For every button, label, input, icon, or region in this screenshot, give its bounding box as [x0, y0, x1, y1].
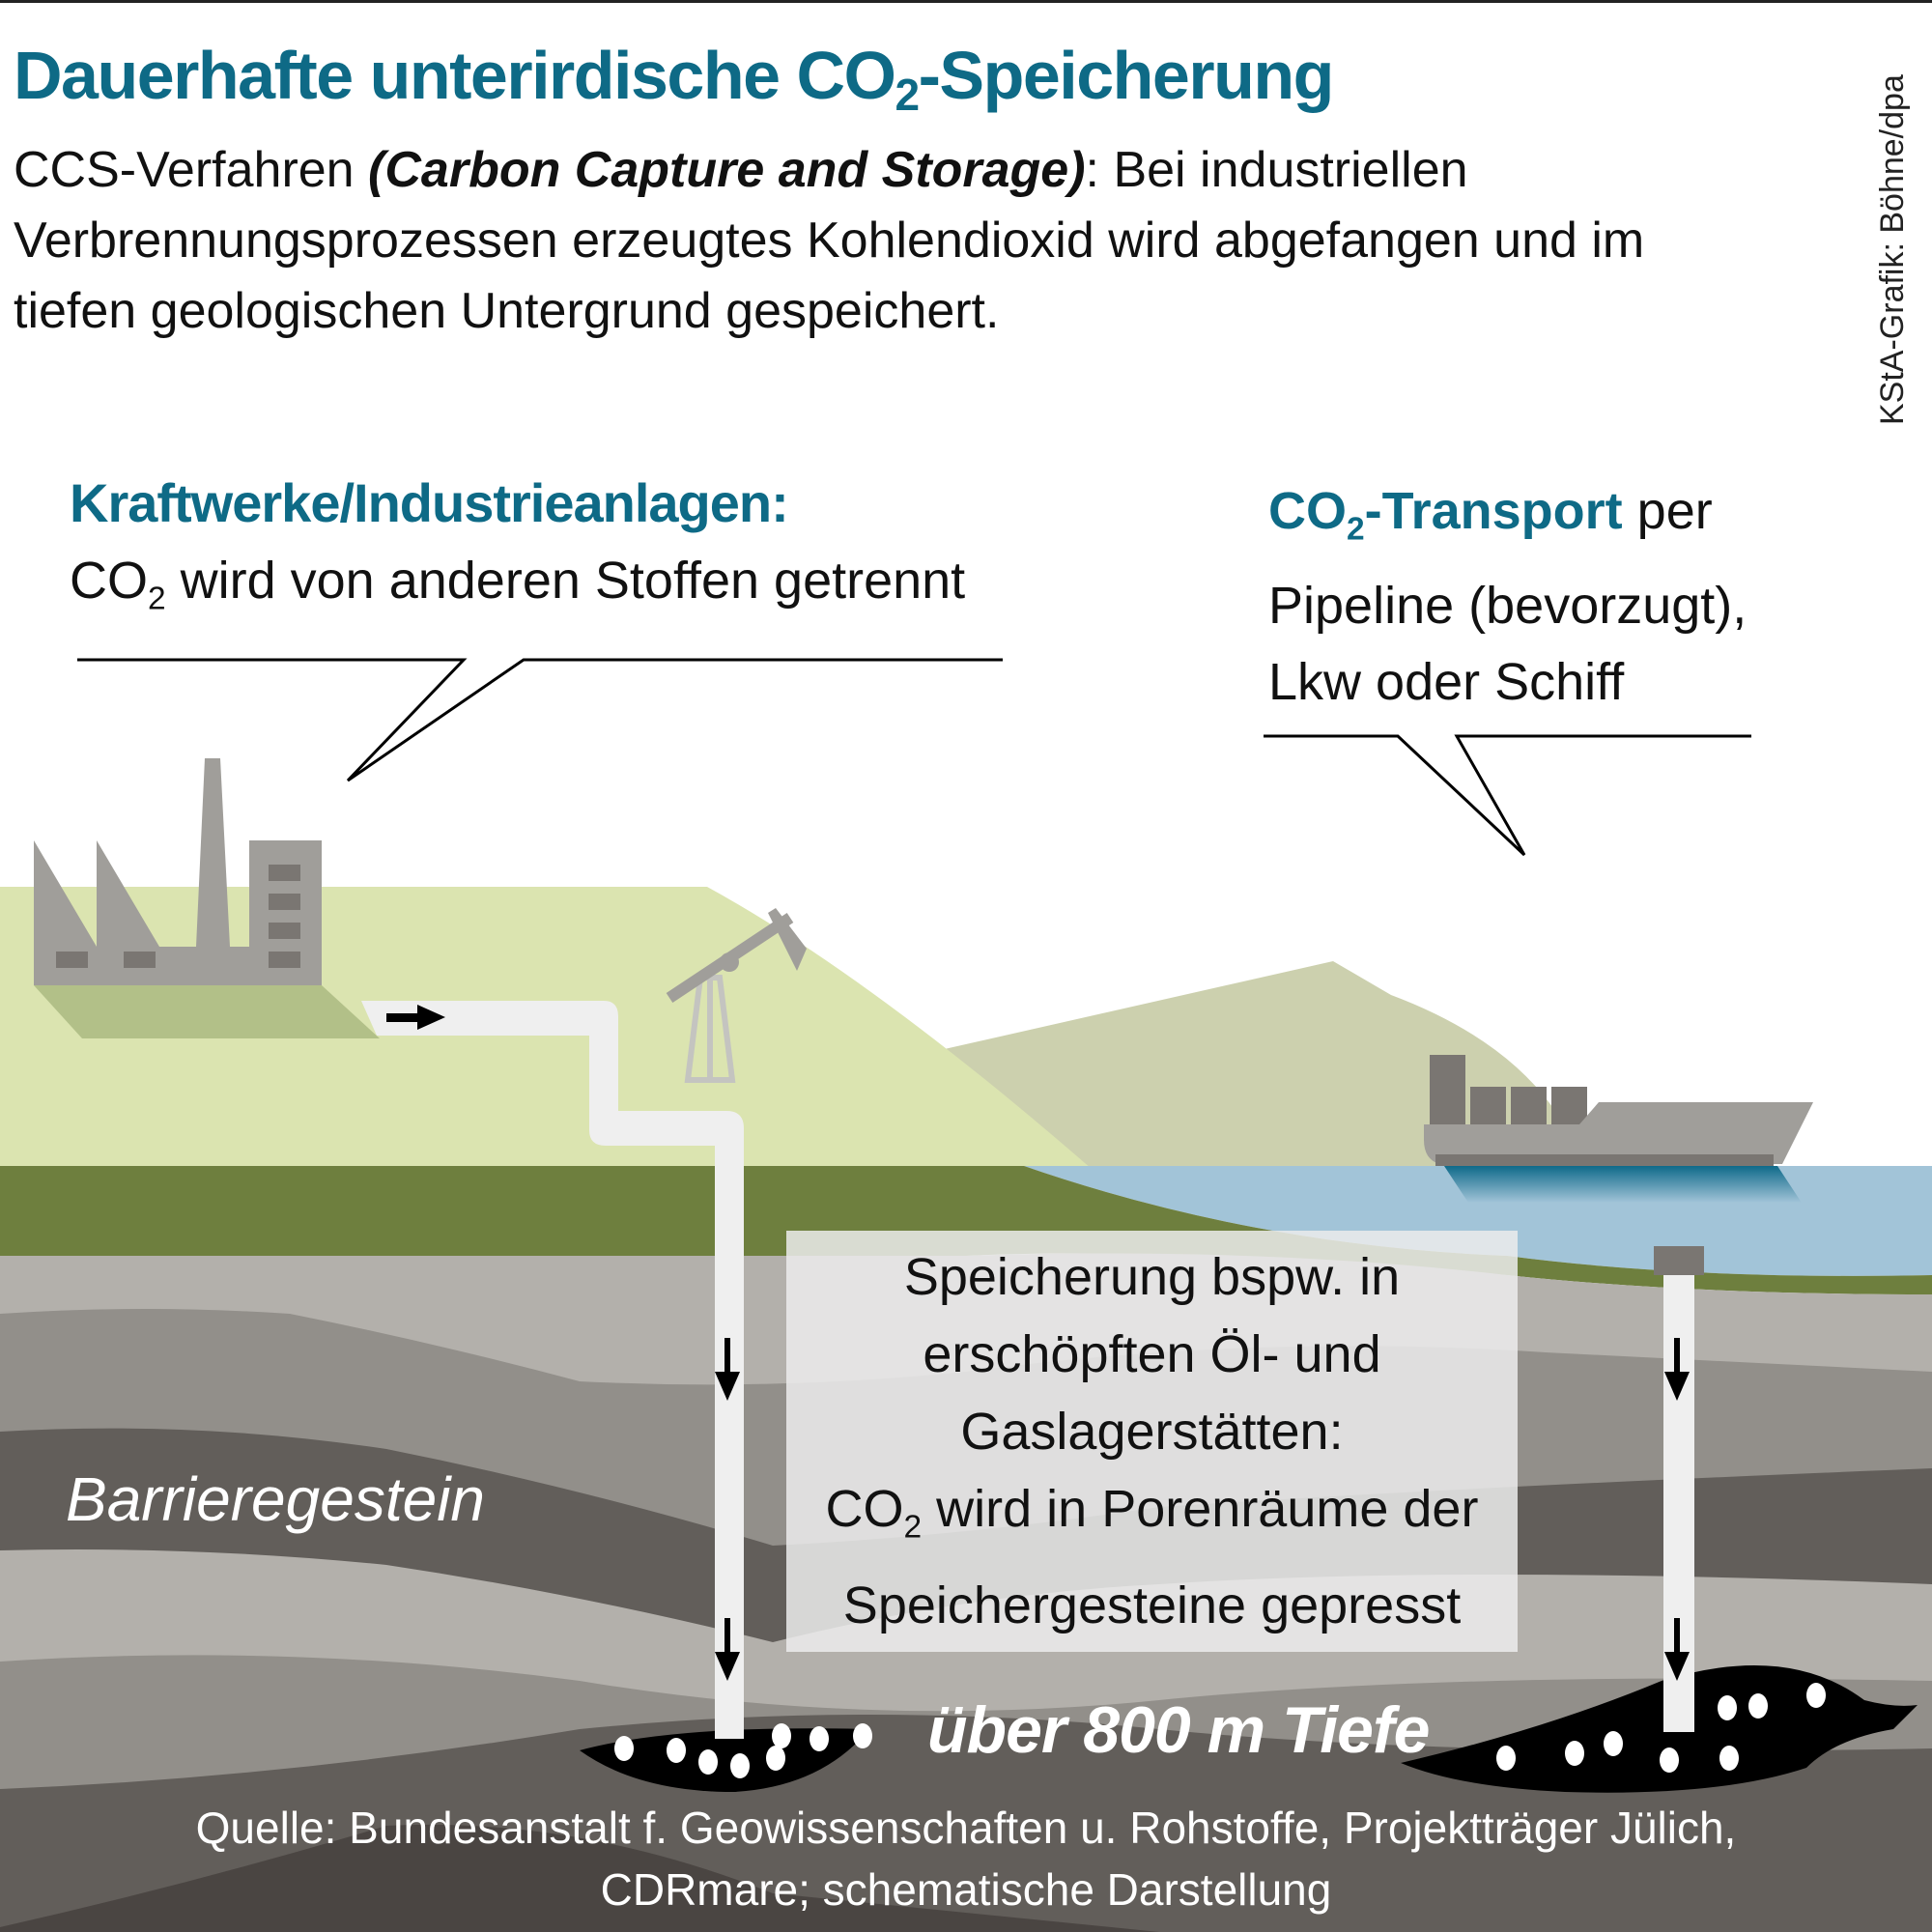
storage-info-box: Speicherung bspw. in erschöpften Öl- und… — [786, 1231, 1518, 1652]
hill-far — [927, 961, 1584, 1169]
callout-plants-text: CO2 wird von anderen Stoffen getrennt — [70, 552, 966, 617]
callout-transport: CO2-Transport per Pipeline (bevorzugt), … — [1268, 482, 1747, 711]
oil-pumpjack-icon — [666, 908, 807, 1083]
page-title: Dauerhafte unterirdische CO2-Speicherung — [14, 38, 1334, 120]
arrow-icon — [386, 1005, 1690, 1681]
factory-shadow — [34, 985, 380, 1038]
factory-icon — [34, 758, 322, 985]
callout-pointer-plants — [77, 658, 1003, 782]
intro-text: CCS-Verfahren (Carbon Capture and Storag… — [14, 142, 1645, 339]
wellhead-right — [1654, 1246, 1704, 1275]
callout-plants-heading: Kraftwerke/Industrieanlagen: — [70, 472, 789, 533]
top-rule — [0, 0, 1932, 3]
reservoir-left — [580, 1728, 869, 1792]
depth-label: über 800 m Tiefe — [927, 1693, 1430, 1767]
callout-transport-heading: CO2-Transport — [1268, 482, 1623, 548]
co2-bubbles-right — [1496, 1683, 1826, 1773]
reservoir-right — [1401, 1665, 1918, 1793]
co2-bubbles-left — [614, 1723, 872, 1778]
intro-emphasis: (Carbon Capture and Storage) — [368, 142, 1086, 198]
cargo-ship-icon — [1424, 1055, 1813, 1203]
callout-pointer-transport — [1264, 734, 1751, 857]
rock-layer-deep — [0, 1824, 1159, 1932]
barrier-rock-label: Barrieregestein — [66, 1464, 485, 1534]
source-note: Quelle: Bundesanstalt f. Geowissenschaft… — [195, 1803, 1737, 1915]
